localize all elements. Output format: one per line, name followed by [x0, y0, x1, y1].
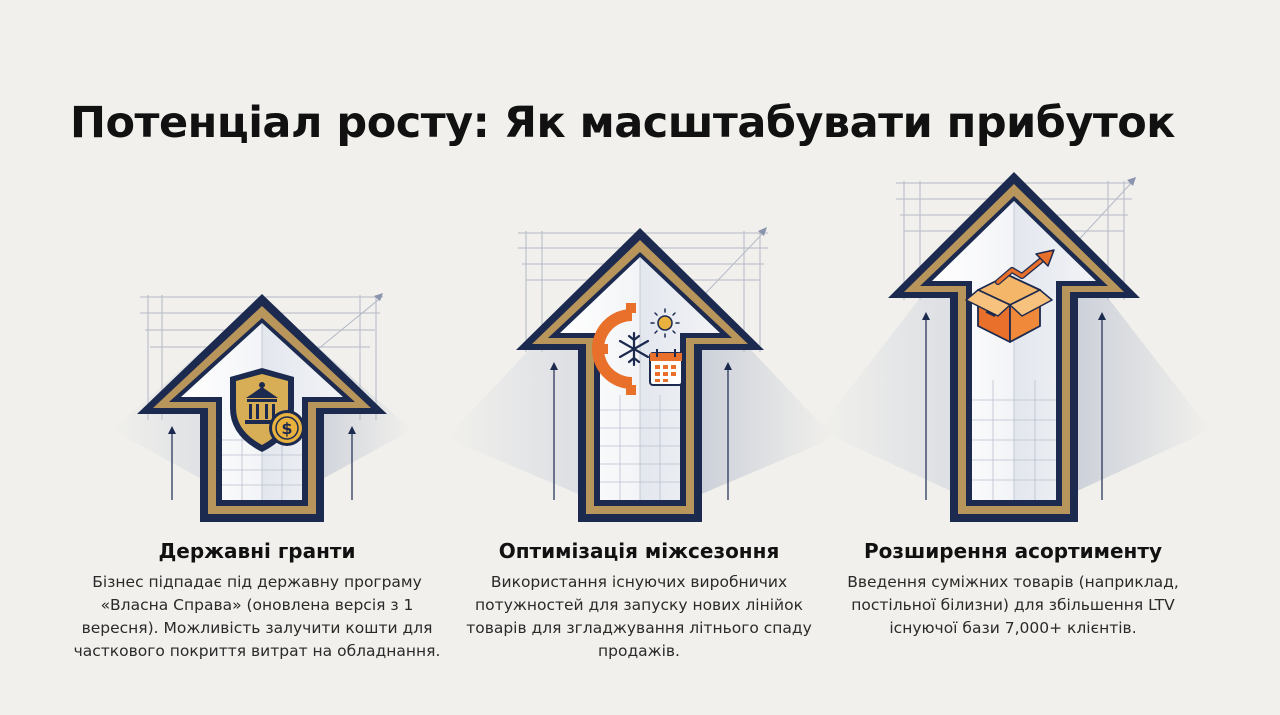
card-assortment-expansion: Розширення асортименту Введення суміжних… [832, 539, 1194, 640]
growth-arrow-1: $ [112, 293, 412, 522]
card-offseason-optimization: Оптимізація міжсезоння Використання існу… [458, 539, 820, 663]
card-title: Оптимізація міжсезоння [498, 539, 780, 563]
gear-snowflake-sun-calendar-icon [592, 303, 683, 395]
card-text: Бізнес підпадає під державну програму «В… [73, 573, 441, 660]
card-state-grants: Державні гранти Бізнес підпадає під держ… [60, 539, 454, 663]
growth-arrow-2 [446, 227, 834, 522]
svg-text:$: $ [281, 419, 292, 438]
government-shield-coin-icon: $ [230, 368, 305, 452]
card-text: Введення суміжних товарів (наприклад, по… [847, 573, 1179, 637]
card-title: Розширення асортименту [864, 539, 1162, 563]
card-text: Використання існуючих виробничих потужно… [466, 573, 812, 660]
card-title: Державні гранти [158, 539, 356, 563]
box-growth-arrow-icon [965, 249, 1055, 343]
page-title: Потенціал росту: Як масштабувати прибуто… [70, 98, 1176, 148]
growth-arrow-3 [818, 172, 1210, 522]
